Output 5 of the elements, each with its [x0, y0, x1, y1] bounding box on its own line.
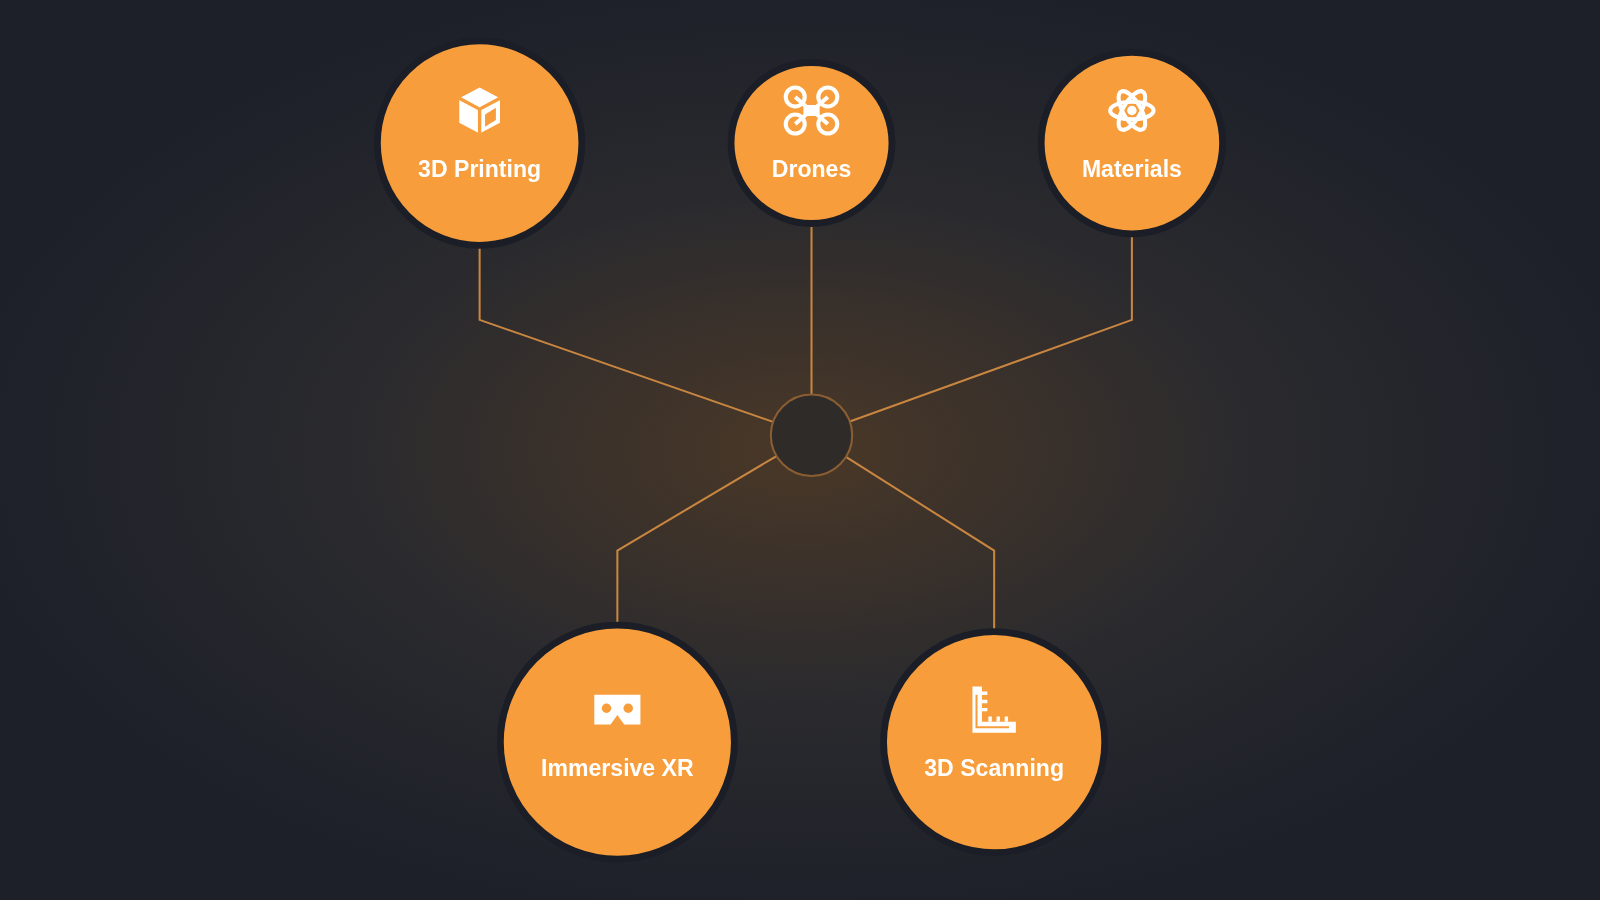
node-circle: Materials [1037, 49, 1226, 238]
node-circle: 3D Scanning [880, 628, 1109, 857]
node-circle: Immersive XR [497, 621, 738, 863]
node-circle: Drones [727, 59, 896, 227]
node-circle [769, 393, 854, 477]
